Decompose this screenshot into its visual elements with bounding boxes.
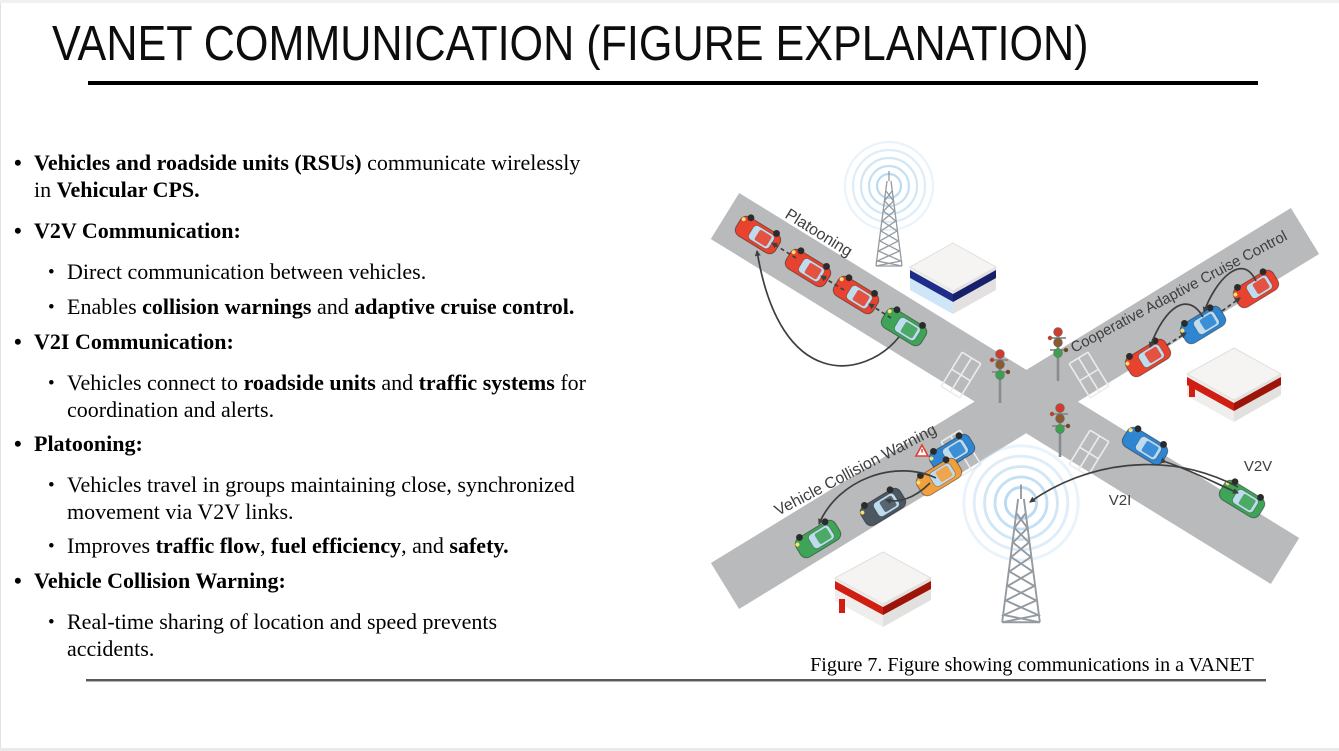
arrow-vcw-short (885, 482, 931, 505)
bullet-text: V2I Communication: (34, 329, 234, 354)
bullet-text: Direct communication between vehicles. (67, 259, 427, 284)
building-red-south (833, 551, 933, 627)
sub-bullet-item: • Real-time sharing of location and speed… (48, 608, 726, 662)
sub-bullet-item: • Direct communication between vehicles. (48, 258, 726, 286)
arrow-cacc-1 (1148, 303, 1204, 348)
footer-rule (86, 679, 1266, 682)
bullet-item: • V2I Communication: (14, 328, 726, 355)
cell-tower-south (1001, 483, 1041, 624)
bullet-marker: • (14, 568, 22, 593)
radio-waves-north (843, 140, 935, 232)
bullet-text: V2V Communication: (34, 218, 241, 243)
bullet-marker: • (14, 150, 22, 175)
bullet-text: Vehicle Collision Warning: (34, 568, 286, 593)
label-v2v: V2V (1244, 458, 1272, 475)
warning-triangle-icon (914, 443, 930, 457)
arrow-cacc-2 (1202, 267, 1257, 313)
arrow-platoon-loop (754, 250, 900, 367)
bullet-text: Improves traffic flow, fuel efficiency, … (67, 533, 509, 558)
sub-bullet-item: • Vehicles travel in groups maintaining c… (48, 471, 726, 525)
bullet-item: • Vehicle Collision Warning: (14, 567, 726, 594)
bullet-item: • V2V Communication: (14, 217, 726, 244)
bullet-marker: • (48, 373, 55, 394)
bullet-marker: • (14, 431, 22, 456)
arrow-v2v (1160, 457, 1239, 494)
bullet-item: • Platooning: (14, 430, 726, 457)
vanet-figure: Platooning Cooperative Adaptive Cruise C… (700, 131, 1339, 691)
bullet-text: Vehicles connect to roadside units and t… (67, 370, 586, 422)
arrow-vcw-long (818, 470, 937, 525)
figure-caption: Figure 7. Figure showing communications … (810, 654, 1254, 676)
bullet-text: Platooning: (34, 431, 143, 456)
bullet-marker: • (48, 297, 55, 318)
building-blue (908, 242, 998, 314)
sub-bullet-item: • Vehicles connect to roadside units and … (48, 369, 726, 423)
bullet-text: Real-time sharing of location and speed … (67, 609, 498, 661)
cell-tower-north (875, 170, 903, 267)
bullet-marker: • (48, 612, 55, 633)
bullet-marker: • (14, 218, 22, 243)
bullet-list: • Vehicles and roadside units (RSUs) com… (14, 149, 726, 669)
arrow-v2i (1029, 463, 1239, 503)
radio-waves-south (962, 444, 1080, 562)
bullet-marker: • (48, 262, 55, 283)
sub-bullet-item: • Improves traffic flow, fuel efficiency,… (48, 532, 726, 560)
bullet-marker: • (48, 475, 55, 496)
label-v2i: V2I (1109, 492, 1132, 509)
bullet-item: • Vehicles and roadside units (RSUs) com… (14, 149, 726, 203)
building-red-east (1185, 347, 1283, 422)
bullet-marker: • (14, 329, 22, 354)
bullet-text: Vehicles and roadside units (RSUs) commu… (34, 150, 581, 202)
title-underline (88, 81, 1258, 85)
page-title: VANET COMMUNICATION (FIGURE EXPLANATION) (52, 17, 1089, 71)
bullet-text: Vehicles travel in groups maintaining cl… (67, 472, 575, 524)
sub-bullet-item: • Enables collision warnings and adaptive… (48, 293, 726, 321)
vanet-figure-canvas: Platooning Cooperative Adaptive Cruise C… (710, 140, 1320, 627)
figure-arrows (754, 242, 1257, 525)
bullet-marker: • (48, 536, 55, 557)
bullet-text: Enables collision warnings and adaptive … (67, 294, 575, 319)
